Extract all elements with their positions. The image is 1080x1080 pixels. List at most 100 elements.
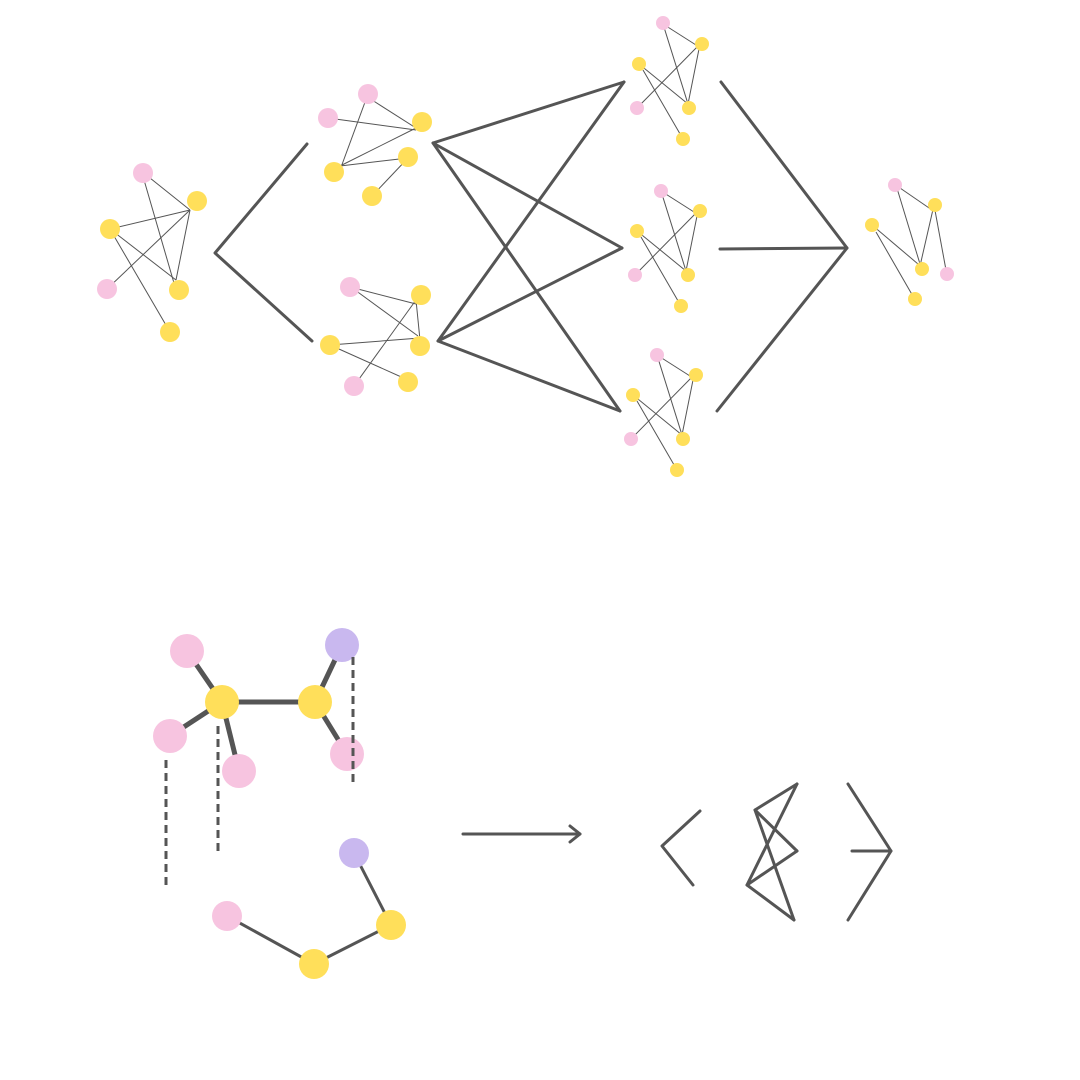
node-yellow (676, 432, 690, 446)
atom-pink (212, 901, 242, 931)
node-yellow (676, 132, 690, 146)
node-yellow (674, 299, 688, 313)
edge (685, 210, 699, 272)
edge (106, 209, 191, 290)
node-yellow (632, 57, 646, 71)
edge (339, 93, 369, 171)
edge (899, 187, 933, 211)
node-yellow (681, 268, 695, 282)
graph-node-l2-c (624, 348, 703, 477)
graph-tree (97, 16, 954, 477)
atom-yellow (299, 949, 329, 979)
node-yellow (398, 147, 418, 167)
molecule (153, 628, 364, 788)
tree-connector-cross (431, 80, 626, 413)
edge (113, 235, 171, 333)
edge (636, 400, 678, 471)
graph-node-l2-a (630, 16, 709, 146)
edge (640, 236, 682, 307)
edge (632, 394, 683, 436)
dashed-guides (164, 657, 355, 888)
node-pink (940, 267, 954, 281)
edge (687, 43, 701, 105)
node-pink (650, 348, 664, 362)
atom-purple (325, 628, 359, 662)
edge (656, 354, 683, 436)
edge (568, 824, 582, 844)
node-pink (628, 268, 642, 282)
edge (354, 289, 419, 337)
edge (371, 99, 417, 129)
edge (745, 883, 796, 922)
node-pink (318, 108, 338, 128)
edge (895, 184, 921, 265)
node-pink (344, 376, 364, 396)
node-yellow (915, 262, 929, 276)
node-yellow (689, 368, 703, 382)
tree-skeleton (660, 782, 893, 922)
node-yellow (928, 198, 942, 212)
edge (329, 344, 409, 381)
edge (636, 230, 687, 272)
node-yellow (411, 285, 431, 305)
node-pink (888, 178, 902, 192)
edge (634, 210, 699, 276)
node-yellow (865, 218, 879, 232)
molecule-decomposition (153, 628, 893, 979)
atom-pink (330, 737, 364, 771)
graph-node-l1-upper (318, 84, 432, 206)
right-arrow-icon (461, 824, 582, 844)
edge (875, 231, 915, 299)
tree-connector-1 (213, 142, 314, 343)
graph-node-root (97, 163, 207, 342)
node-yellow (908, 292, 922, 306)
edge (353, 299, 417, 387)
node-yellow (693, 204, 707, 218)
edge (339, 157, 409, 167)
edge (630, 374, 695, 440)
edge (431, 80, 626, 250)
fragment-chain (212, 838, 406, 979)
edge (660, 190, 687, 272)
node-yellow (670, 463, 684, 477)
edge (415, 299, 421, 341)
graph-node-result (865, 178, 954, 306)
edge (109, 209, 191, 230)
graph-node-l1-lower (320, 277, 431, 396)
edge (436, 80, 626, 343)
node-yellow (324, 162, 344, 182)
node-yellow (100, 219, 120, 239)
edge (638, 63, 689, 105)
node-yellow (412, 112, 432, 132)
edge (431, 141, 622, 413)
edge (349, 286, 417, 305)
edge (715, 80, 849, 413)
edge (175, 209, 191, 281)
edge (436, 339, 622, 413)
atom-pink (153, 719, 187, 753)
edge (871, 224, 919, 265)
node-yellow (626, 388, 640, 402)
node-yellow (362, 186, 382, 206)
edge (662, 23, 697, 46)
edge (919, 204, 935, 267)
edge (226, 852, 394, 966)
atom-yellow (205, 685, 239, 719)
node-pink (133, 163, 153, 183)
edge (660, 809, 702, 887)
atom-yellow (298, 685, 332, 719)
atom-pink (222, 754, 256, 788)
node-pink (630, 101, 644, 115)
node-pink (656, 16, 670, 30)
edge (327, 117, 417, 131)
edge (642, 69, 684, 140)
edge (141, 172, 177, 291)
node-yellow (187, 191, 207, 211)
edge (933, 204, 947, 271)
graph-node-l2-b (628, 184, 707, 313)
node-yellow (682, 101, 696, 115)
node-yellow (160, 322, 180, 342)
node-yellow (410, 336, 430, 356)
node-pink (340, 277, 360, 297)
